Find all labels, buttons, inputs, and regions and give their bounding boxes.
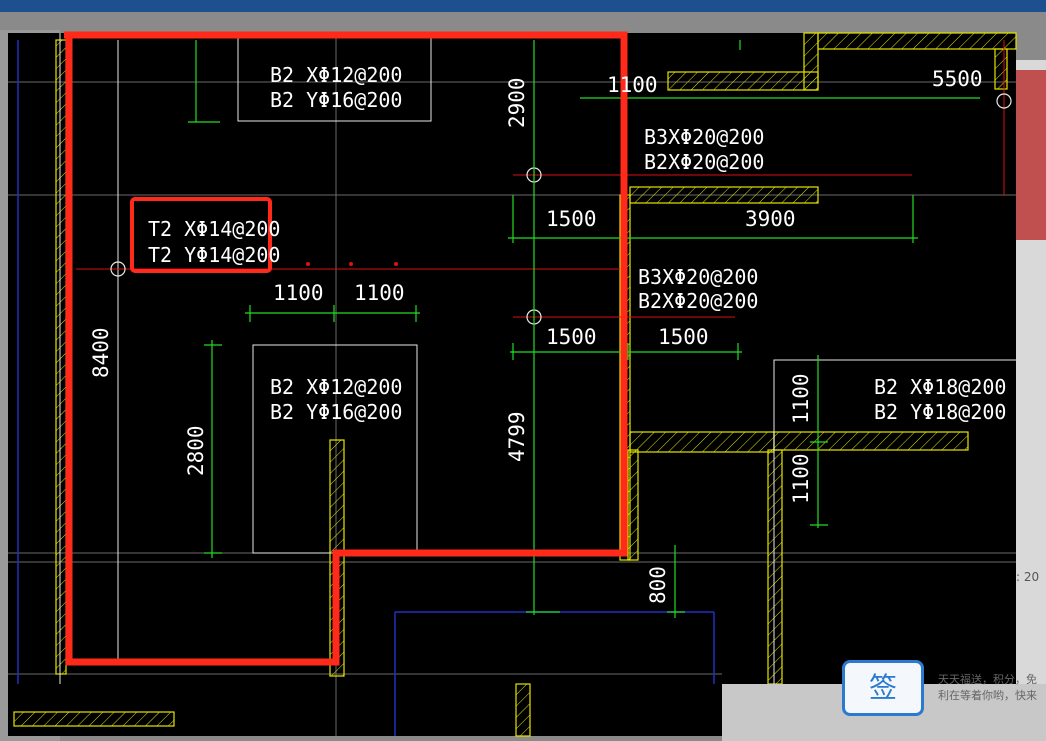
dim-2900: 2900 <box>505 77 529 128</box>
right-slab-y-label: B2 YΦ18@200 <box>874 400 1006 424</box>
dim-4799: 4799 <box>505 411 529 462</box>
axis-dots <box>306 262 398 266</box>
dim-1500-b: 1500 <box>546 325 597 349</box>
sign-in-button[interactable]: 签 <box>842 660 924 716</box>
b3-label-2: B3XΦ20@200 <box>638 265 758 289</box>
mid-slab-x-label: B2 XΦ12@200 <box>270 375 402 399</box>
b2-label-1: B2XΦ20@200 <box>644 150 764 174</box>
dim-800: 800 <box>646 566 670 604</box>
mid-slab-y-label: B2 YΦ16@200 <box>270 400 402 424</box>
highlight-outlines <box>64 31 628 666</box>
promo-line-2: 利在等着你哟，快来 <box>938 689 1037 702</box>
dim-1100-right: 1100 <box>354 281 405 305</box>
title-bar <box>0 0 1046 12</box>
dim-1500-a: 1500 <box>546 207 597 231</box>
dim-8400: 8400 <box>89 327 113 378</box>
dim-1100-vertical-1: 1100 <box>789 373 813 424</box>
right-slab-x-label: B2 XΦ18@200 <box>874 375 1006 399</box>
promo-line-1: 天天福送，积分，免 <box>938 673 1037 686</box>
b3-label-1: B3XΦ20@200 <box>644 125 764 149</box>
dim-2800: 2800 <box>184 425 208 476</box>
t2-y-label: T2 YΦ14@200 <box>148 243 280 267</box>
dim-1500-c: 1500 <box>658 325 709 349</box>
drawing-canvas-bottom[interactable] <box>8 684 722 736</box>
top-slab-x-label: B2 XΦ12@200 <box>270 63 402 87</box>
dim-5500: 5500 <box>932 67 983 91</box>
dim-1100-left: 1100 <box>273 281 324 305</box>
background-red-banner <box>1016 70 1046 240</box>
region-highlight <box>64 31 628 666</box>
t2-label-highlight <box>130 197 272 273</box>
background-date-text: : 20 <box>1016 570 1040 584</box>
b2-label-2: B2XΦ20@200 <box>638 289 758 313</box>
dim-1100-top: 1100 <box>607 73 658 97</box>
dimension-lines <box>188 40 980 618</box>
promo-text: 天天福送，积分，免 利在等着你哟，快来 <box>938 672 1037 704</box>
t2-x-label: T2 XΦ14@200 <box>148 217 280 241</box>
dim-1100-vertical-2: 1100 <box>789 453 813 504</box>
top-slab-y-label: B2 YΦ16@200 <box>270 88 402 112</box>
drawing-canvas[interactable] <box>8 33 1016 684</box>
dim-3900: 3900 <box>745 207 796 231</box>
